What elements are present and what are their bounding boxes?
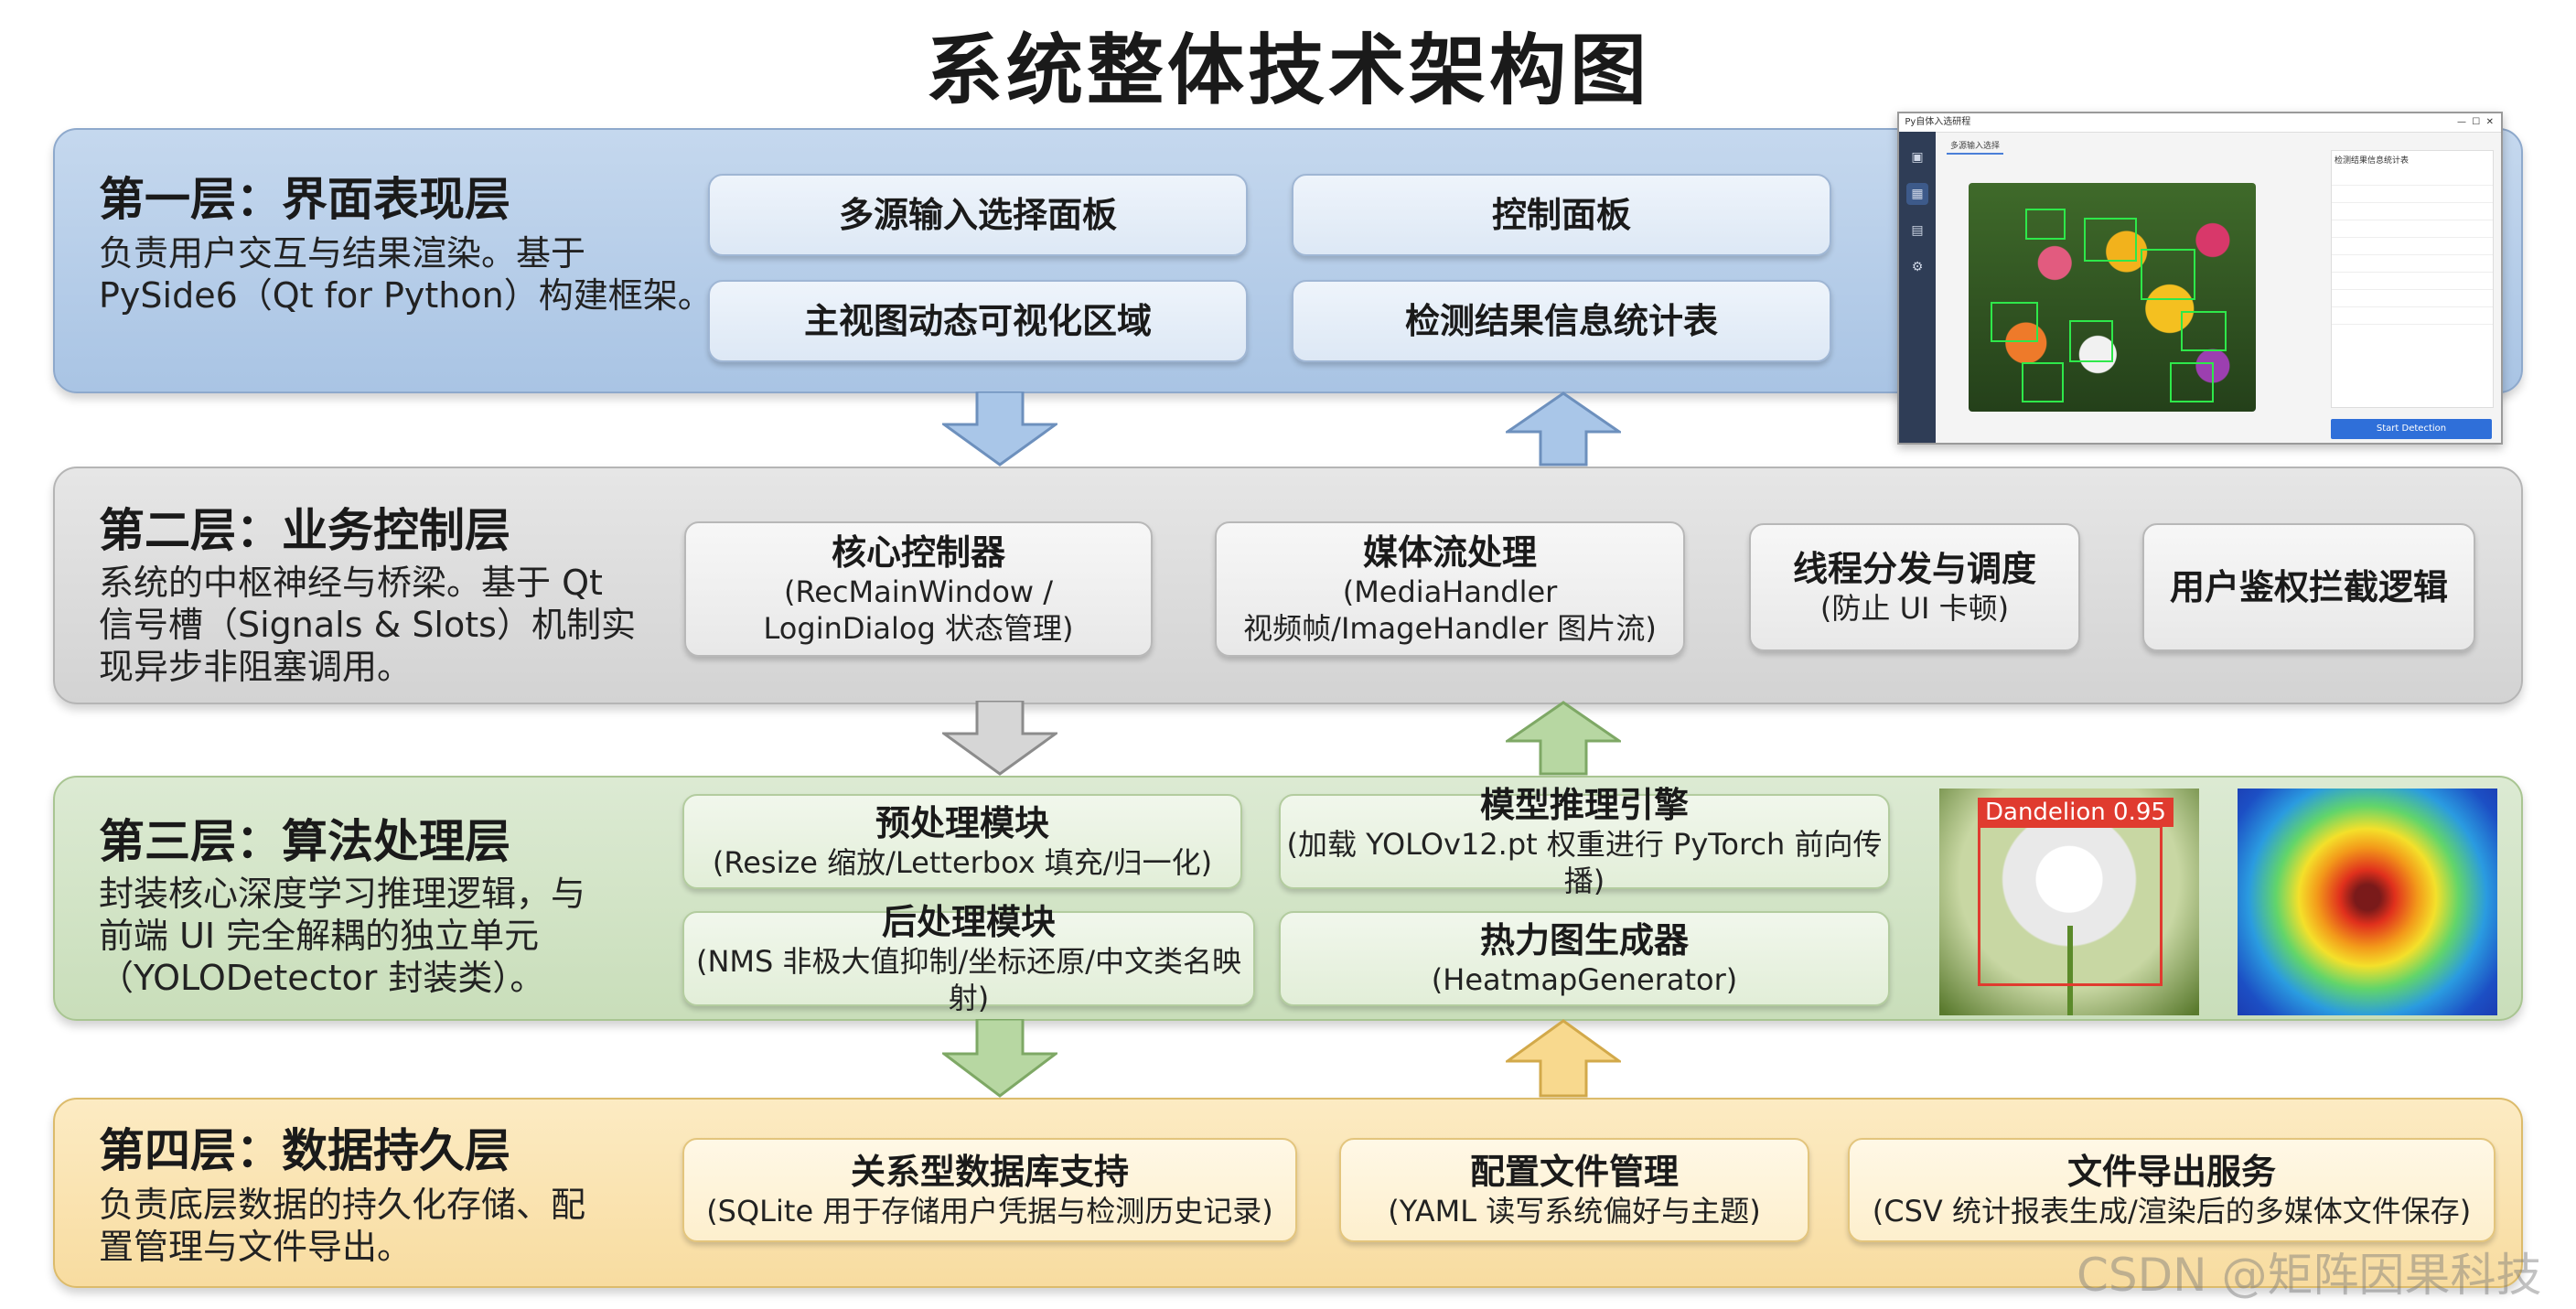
module-box: 配置文件管理 (YAML 读写系统偏好与主题) [1339,1138,1809,1242]
module-box: 用户鉴权拦截逻辑 [2142,523,2475,651]
heatmap-image [2238,789,2497,1015]
module-box: 热力图生成器 (HeatmapGenerator) [1279,911,1890,1006]
watermark: CSDN @矩阵因果科技 [2077,1249,2542,1302]
module-box: 关系型数据库支持 (SQLite 用于存储用户凭据与检测历史记录) [682,1138,1297,1242]
arrow-down-icon [942,392,1057,467]
arrow-down-icon [942,701,1057,776]
module-box: 媒体流处理 (MediaHandler 视频帧/ImageHandler 图片流… [1215,521,1685,657]
module-box: 后处理模块 (NMS 非极大值抑制/坐标还原/中文类名映射) [682,902,1255,1015]
screenshot-flower-photo [1969,183,2256,412]
dandelion-detection-image: Dandelion 0.95 [1939,789,2199,1015]
detection-label: Dandelion 0.95 [1978,798,2174,827]
screenshot-start-button: Start Detection [2331,419,2492,439]
layer-description: 负责用户交互与结果渲染。基于 PySide6（Qt for Python）构建框… [99,233,713,316]
arrow-up-icon [1506,392,1621,467]
detection-box [1978,825,2163,986]
arrow-up-icon [1506,1019,1621,1098]
diagram-title: 系统整体技术架构图 [925,26,1650,115]
layer-title: 第三层：算法处理层 [99,815,510,868]
module-box: 多源输入选择面板 [708,174,1248,256]
arrow-up-icon [1506,701,1621,776]
module-box: 控制面板 [1292,174,1831,256]
module-box: 预处理模块 (Resize 缩放/Letterbox 填充/归一化) [682,794,1242,889]
screenshot-tab: 多源输入选择 [1947,137,2004,155]
module-box: 模型推理引擎 (加载 YOLOv12.pt 权重进行 PyTorch 前向传播) [1279,785,1890,898]
arrow-down-icon [942,1019,1057,1098]
screenshot-result-table: 检测结果信息统计表 [2331,150,2494,408]
layer-title: 第四层：数据持久层 [99,1124,510,1177]
screenshot-sidebar: ▣▦▤⚙ [1899,132,1936,443]
app-screenshot: Py自体入选研程— ☐ ✕ ▣▦▤⚙ 多源输入选择 检测结果信息统计表 Star… [1897,112,2503,445]
layer-title: 第二层：业务控制层 [99,504,510,557]
module-box: 检测结果信息统计表 [1292,280,1831,362]
module-box: 核心控制器 (RecMainWindow / LoginDialog 状态管理) [684,521,1153,657]
layer-title: 第一层：界面表现层 [99,173,510,226]
layer-description: 封装核心深度学习推理逻辑，与 前端 UI 完全解耦的独立单元 （YOLODete… [99,874,586,998]
layer-description: 系统的中枢神经与桥梁。基于 Qt 信号槽（Signals & Slots）机制实… [99,563,636,687]
module-box: 主视图动态可视化区域 [708,280,1248,362]
module-box: 线程分发与调度 (防止 UI 卡顿) [1749,523,2080,651]
module-box: 文件导出服务 (CSV 统计报表生成/渲染后的多媒体文件保存) [1848,1138,2496,1242]
screenshot-titlebar: Py自体入选研程— ☐ ✕ [1899,113,2501,133]
layer-description: 负责底层数据的持久化存储、配 置管理与文件导出。 [99,1185,586,1267]
